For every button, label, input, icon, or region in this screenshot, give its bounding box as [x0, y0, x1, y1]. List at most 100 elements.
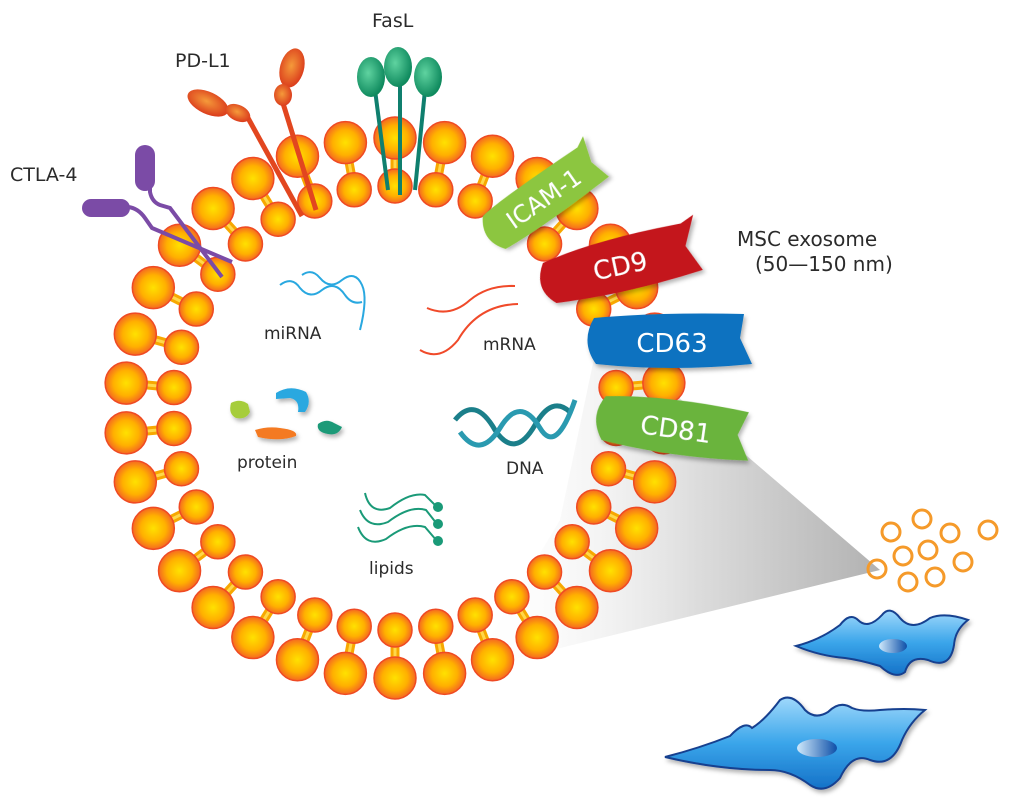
outer-lipid-head — [275, 638, 320, 682]
fasl-ligand — [357, 47, 442, 195]
phospholipid — [191, 186, 264, 262]
inner-lipid-head — [178, 489, 215, 525]
phospholipid — [275, 597, 333, 682]
inner-lipid-head — [178, 291, 215, 327]
outer-lipid-head — [131, 506, 176, 551]
phospholipid — [131, 489, 215, 551]
cd81-marker: CD81 — [596, 396, 749, 461]
phospholipid — [494, 578, 559, 660]
mrna-icon — [419, 284, 519, 356]
inner-lipid-head — [156, 369, 192, 406]
pdl1-ligand — [187, 48, 319, 218]
phospholipid — [131, 265, 215, 327]
released-vesicles — [866, 508, 999, 593]
phospholipid — [113, 312, 200, 365]
phospholipid — [590, 451, 677, 504]
protein-label: protein — [237, 453, 297, 473]
phospholipid — [231, 156, 296, 238]
phospholipid — [323, 608, 372, 696]
inner-lipid-head — [457, 597, 493, 633]
vesicle — [917, 539, 939, 561]
pdl1-label: PD-L1 — [175, 50, 231, 72]
inner-lipid-head — [163, 451, 200, 487]
vesicle — [880, 521, 902, 543]
ctla4-label: CTLA-4 — [10, 164, 77, 186]
phospholipid — [598, 361, 686, 406]
outer-lipid-head — [614, 506, 659, 551]
zoom-cone — [470, 330, 880, 670]
phospholipid — [554, 524, 633, 593]
outer-lipid-head — [104, 411, 148, 455]
lipids-icon — [357, 492, 438, 543]
inner-lipid-head — [554, 524, 590, 560]
vesicle — [952, 551, 974, 573]
vesicle — [911, 508, 933, 530]
outer-lipid-head — [191, 186, 235, 231]
phospholipid — [323, 120, 372, 208]
outer-lipid-head — [422, 120, 467, 165]
phospholipid — [104, 361, 192, 406]
lipid-bilayer-membrane — [104, 116, 686, 700]
outer-lipid-head — [588, 548, 633, 593]
phospholipid — [104, 410, 192, 455]
outer-lipid-head — [191, 585, 235, 630]
inner-lipid-head — [590, 451, 627, 487]
dna-icon — [453, 399, 578, 448]
vesicle — [939, 522, 961, 544]
lipids-label: lipids — [369, 559, 414, 579]
mirna-icon — [279, 271, 366, 331]
inner-lipid-head — [200, 524, 236, 560]
outer-lipid-head — [515, 615, 559, 660]
vesicle — [977, 519, 999, 541]
msc-cell-2 — [664, 696, 928, 790]
inner-lipid-head — [377, 168, 413, 204]
vesicle — [892, 545, 914, 567]
inner-lipid-head — [457, 183, 493, 219]
inner-lipid-head — [377, 612, 413, 648]
phospholipid — [575, 489, 659, 551]
exosome-title: MSC exosome — [737, 227, 877, 251]
outer-lipid-head — [113, 460, 158, 504]
mrna-label: mRNA — [483, 335, 536, 355]
vesicle — [897, 571, 919, 593]
outer-lipid-head — [470, 638, 515, 682]
fasl-label: FasL — [372, 10, 414, 32]
inner-lipid-head — [297, 597, 333, 633]
cell-nucleus — [879, 639, 907, 653]
inner-lipid-head — [526, 226, 563, 262]
outer-lipid-head — [231, 615, 275, 660]
phospholipid — [526, 554, 599, 630]
inner-lipid-head — [227, 554, 264, 590]
phospholipid — [418, 120, 467, 208]
outer-lipid-head — [470, 134, 515, 178]
outer-lipid-head — [323, 651, 368, 696]
outer-lipid-head — [555, 585, 599, 630]
vesicle — [866, 558, 888, 580]
outer-lipid-head — [113, 312, 158, 356]
outer-lipid-head — [104, 361, 148, 405]
inner-lipid-head — [336, 172, 372, 208]
outer-lipid-head — [422, 651, 467, 696]
mirna-label: miRNA — [264, 324, 322, 344]
inner-lipid-head — [526, 554, 563, 590]
cell-nucleus — [797, 739, 837, 757]
phospholipid — [457, 597, 515, 682]
protein-icon — [230, 388, 342, 440]
dna-label: DNA — [506, 459, 544, 479]
cd9-marker: CD9 — [540, 214, 703, 304]
phospholipid — [526, 186, 599, 262]
phospholipid — [113, 451, 200, 504]
vesicle — [924, 566, 946, 588]
svg-text:CD63: CD63 — [636, 329, 707, 359]
inner-lipid-head — [418, 172, 454, 208]
inner-lipid-head — [336, 608, 372, 644]
inner-lipid-head — [260, 201, 296, 238]
phospholipid — [418, 608, 467, 696]
inner-lipid-head — [227, 226, 264, 262]
inner-lipid-head — [163, 329, 200, 365]
outer-lipid-head — [157, 548, 202, 593]
phospholipid — [191, 554, 264, 630]
cd63-marker: CD63 — [587, 313, 752, 368]
inner-lipid-head — [575, 489, 612, 525]
